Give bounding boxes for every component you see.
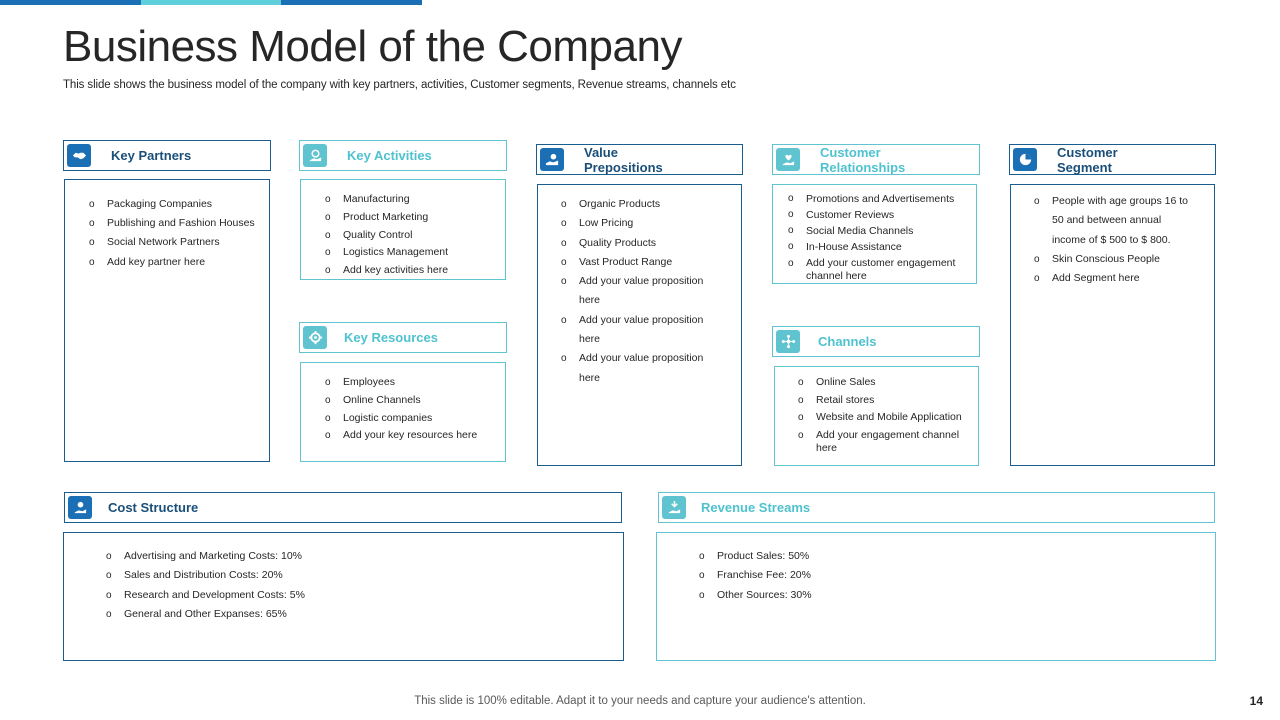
- list-item: Social Media Channels: [788, 223, 973, 239]
- list-item: People with age groups 16 to 50 and betw…: [1034, 192, 1194, 250]
- revenue-streams-title: Revenue Streams: [701, 500, 811, 515]
- list-item: Vast Product Range: [561, 253, 721, 273]
- list-item: Add your key resources here: [325, 427, 500, 445]
- gear-icon: [303, 326, 327, 349]
- revenue-streams-header: Revenue Streams: [658, 492, 1215, 523]
- channels-header: Channels: [772, 326, 980, 357]
- key-activities-list: Manufacturing Product Marketing Quality …: [325, 191, 500, 280]
- page-subtitle: This slide shows the business model of t…: [63, 79, 736, 91]
- list-item: General and Other Expanses: 65%: [106, 605, 406, 625]
- pie-chart-icon: [1013, 148, 1037, 171]
- list-item: Add key activities here: [325, 262, 500, 280]
- list-item: Manufacturing: [325, 191, 500, 209]
- network-icon: [776, 330, 800, 353]
- channels-box: Online Sales Retail stores Website and M…: [774, 366, 979, 466]
- list-item: Organic Products: [561, 195, 721, 215]
- list-item: Product Sales: 50%: [699, 547, 999, 567]
- value-propositions-title-line1: Value: [584, 145, 618, 160]
- list-item: Employees: [325, 374, 500, 392]
- top-accent-bar-2: [141, 0, 281, 5]
- list-item: Add your value proposition here: [561, 349, 721, 388]
- list-item: Add Segment here: [1034, 269, 1194, 289]
- customer-relationships-title-line2: Relationships: [820, 160, 906, 175]
- channels-list: Online Sales Retail stores Website and M…: [798, 374, 973, 455]
- gear-hand-icon: [303, 144, 327, 167]
- list-item: Add your value proposition here: [561, 272, 721, 311]
- customer-segment-list: People with age groups 16 to 50 and betw…: [1034, 192, 1194, 289]
- list-item: Add your value proposition here: [561, 311, 721, 350]
- customer-relationships-header: Customer Relationships: [772, 144, 980, 175]
- key-resources-header: Key Resources: [299, 322, 507, 353]
- page-title: Business Model of the Company: [63, 22, 682, 71]
- list-item: In-House Assistance: [788, 239, 973, 255]
- list-item: Add key partner here: [89, 253, 259, 272]
- key-activities-title: Key Activities: [347, 148, 432, 163]
- top-accent-bar-3: [281, 0, 422, 5]
- cost-structure-header: Cost Structure: [64, 492, 622, 523]
- list-item: Retail stores: [798, 392, 973, 410]
- money-hand-icon: [68, 496, 92, 519]
- key-resources-box: Employees Online Channels Logistic compa…: [300, 362, 506, 462]
- list-item: Low Pricing: [561, 214, 721, 234]
- customer-segment-title-line2: Segment: [1057, 160, 1112, 175]
- list-item: Franchise Fee: 20%: [699, 566, 999, 586]
- list-item: Logistic companies: [325, 410, 500, 428]
- list-item: Quality Products: [561, 234, 721, 254]
- customer-segment-title-line1: Customer: [1057, 145, 1118, 160]
- list-item: Quality Control: [325, 227, 500, 245]
- page-number: 14: [1249, 694, 1263, 708]
- key-partners-header: Key Partners: [63, 140, 271, 171]
- list-item: Add your customer engagement channel her…: [788, 257, 973, 283]
- list-item: Advertising and Marketing Costs: 10%: [106, 547, 406, 567]
- value-propositions-title-line2: Prepositions: [584, 160, 663, 175]
- list-item: Website and Mobile Application: [798, 409, 973, 427]
- revenue-streams-list: Product Sales: 50% Franchise Fee: 20% Ot…: [699, 547, 999, 606]
- customer-relationships-title-line1: Customer: [820, 145, 881, 160]
- revenue-hand-icon: [662, 496, 686, 519]
- hand-coin-icon: [540, 148, 564, 171]
- customer-relationships-box: Promotions and Advertisements Customer R…: [772, 184, 977, 284]
- list-item: Sales and Distribution Costs: 20%: [106, 566, 406, 586]
- list-item: Social Network Partners: [89, 233, 259, 252]
- list-item: Product Marketing: [325, 209, 500, 227]
- key-activities-header: Key Activities: [299, 140, 507, 171]
- revenue-streams-box: Product Sales: 50% Franchise Fee: 20% Ot…: [656, 532, 1216, 661]
- list-item: Promotions and Advertisements: [788, 191, 973, 207]
- key-partners-title: Key Partners: [111, 148, 192, 163]
- list-item: Publishing and Fashion Houses: [89, 214, 259, 233]
- customer-relationships-list: Promotions and Advertisements Customer R…: [788, 191, 973, 283]
- list-item: Online Channels: [325, 392, 500, 410]
- list-item: Packaging Companies: [89, 195, 259, 214]
- list-item: Skin Conscious People: [1034, 250, 1194, 270]
- value-propositions-header: Value Prepositions: [536, 144, 743, 175]
- list-item: Other Sources: 30%: [699, 586, 999, 606]
- list-item: Online Sales: [798, 374, 973, 392]
- cost-structure-box: Advertising and Marketing Costs: 10% Sal…: [63, 532, 624, 661]
- handshake-icon: [67, 144, 91, 167]
- list-item: Add your engagement channel here: [798, 429, 973, 455]
- footer-note: This slide is 100% editable. Adapt it to…: [414, 695, 866, 707]
- key-partners-list: Packaging Companies Publishing and Fashi…: [89, 195, 259, 272]
- channels-title: Channels: [818, 334, 877, 349]
- cost-structure-list: Advertising and Marketing Costs: 10% Sal…: [106, 547, 406, 625]
- list-item: Research and Development Costs: 5%: [106, 586, 406, 606]
- heart-hand-icon: [776, 148, 800, 171]
- key-partners-box: Packaging Companies Publishing and Fashi…: [64, 179, 270, 462]
- cost-structure-title: Cost Structure: [108, 500, 199, 515]
- list-item: Customer Reviews: [788, 207, 973, 223]
- value-propositions-box: Organic Products Low Pricing Quality Pro…: [537, 184, 742, 466]
- key-resources-title: Key Resources: [344, 330, 438, 345]
- key-resources-list: Employees Online Channels Logistic compa…: [325, 374, 500, 445]
- customer-segment-header: Customer Segment: [1009, 144, 1216, 175]
- value-propositions-list: Organic Products Low Pricing Quality Pro…: [561, 195, 721, 388]
- key-activities-box: Manufacturing Product Marketing Quality …: [300, 179, 506, 280]
- list-item: Logistics Management: [325, 244, 500, 262]
- customer-segment-box: People with age groups 16 to 50 and betw…: [1010, 184, 1215, 466]
- top-accent-bar-1: [0, 0, 141, 5]
